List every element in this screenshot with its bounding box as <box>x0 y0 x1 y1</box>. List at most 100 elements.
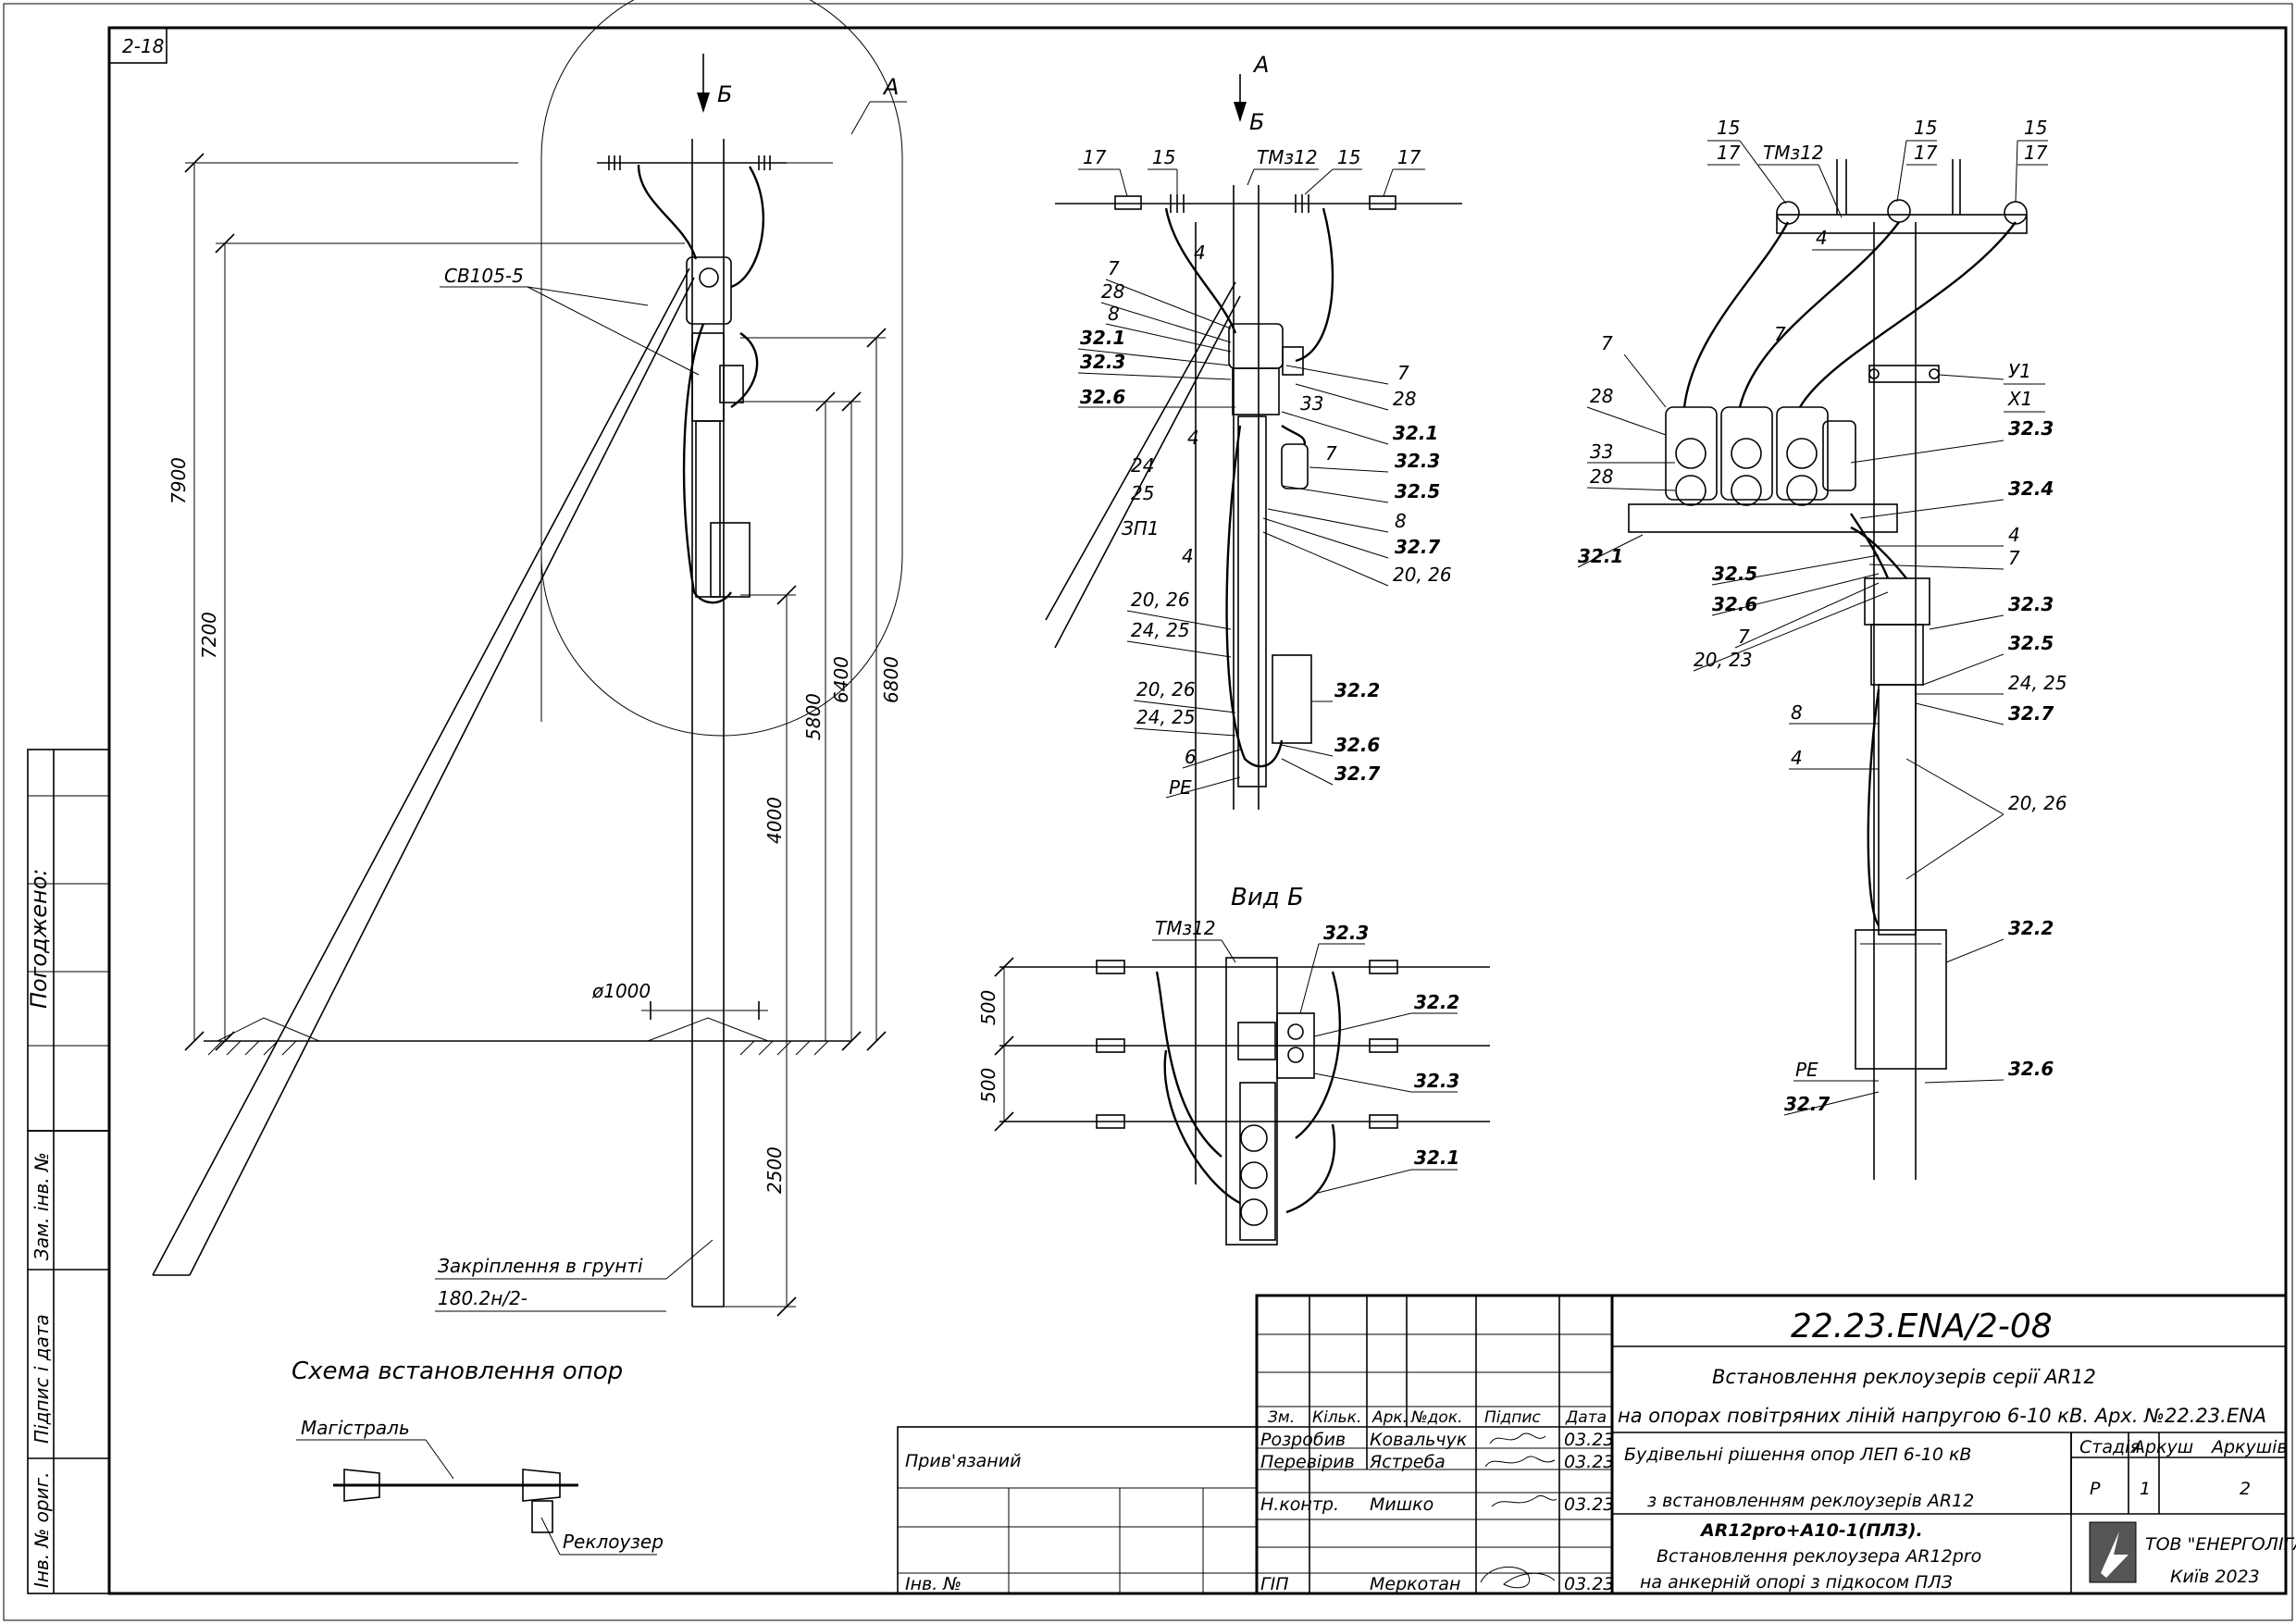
dim-7200: 7200 <box>198 612 220 659</box>
svg-text:PE: PE <box>1169 776 1192 799</box>
svg-text:32.5: 32.5 <box>1712 563 1757 585</box>
side-label-inv: Інв. № ориг. <box>31 1472 53 1588</box>
svg-text:7: 7 <box>1601 332 1613 354</box>
svg-text:4: 4 <box>1182 545 1194 567</box>
front-left-labels: 4 7 7 28 33 28 32.1 32.5 32.6 7 20, 23 8… <box>1577 227 1889 1116</box>
dim-2500: 2500 <box>763 1147 786 1194</box>
side-label-zam: Зам. інв. № <box>31 1152 53 1260</box>
side-left-labels: 4 7 28 8 32.1 32.3 32.6 4 24 25 ЗП1 4 20… <box>1077 242 1241 799</box>
svg-text:32.2: 32.2 <box>1334 679 1380 701</box>
svg-text:28: 28 <box>1393 388 1416 410</box>
side-arrow-a: А <box>1252 52 1269 78</box>
svg-text:6: 6 <box>1185 746 1197 768</box>
svg-text:Кільк.: Кільк. <box>1312 1408 1361 1427</box>
svg-text:ГІП: ГІП <box>1260 1574 1288 1594</box>
drawing-line-2: Встановлення реклоузера AR12pro <box>1657 1546 1981 1567</box>
inv-label: Інв. № <box>905 1574 962 1594</box>
svg-text:24, 25: 24, 25 <box>1131 619 1190 641</box>
svg-text:7: 7 <box>1108 257 1120 279</box>
svg-text:Перевірив: Перевірив <box>1260 1452 1355 1472</box>
svg-text:20, 26: 20, 26 <box>1136 678 1196 700</box>
svg-text:ТМз12: ТМз12 <box>1763 142 1824 164</box>
dim-6800: 6800 <box>880 656 902 703</box>
side-top-15b: 15 <box>1337 146 1360 168</box>
svg-text:Арк.: Арк. <box>1371 1408 1408 1427</box>
svg-text:17: 17 <box>1717 142 1741 164</box>
drawing-line-3: на анкерній опорі з підкосом ПЛЗ <box>1640 1572 1953 1593</box>
svg-text:17: 17 <box>2024 142 2048 164</box>
view-b: Вид Б 500 500 ТМз12 32. <box>977 884 1490 1246</box>
side-stamp: Погоджено: Зам. інв. № Підпис і дата Інв… <box>26 749 110 1594</box>
svg-text:03.23: 03.23 <box>1564 1430 1614 1450</box>
svg-text:32.3: 32.3 <box>2008 593 2054 615</box>
callout-label-a: А <box>882 74 899 100</box>
svg-text:Н.контр.: Н.контр. <box>1260 1494 1339 1515</box>
svg-text:ЗП1: ЗП1 <box>1122 517 1160 539</box>
svg-text:32.7: 32.7 <box>1784 1093 1830 1115</box>
sheets-label: Аркушів <box>2210 1437 2288 1457</box>
svg-text:4: 4 <box>2008 524 2020 546</box>
svg-text:Меркотан: Меркотан <box>1370 1574 1460 1594</box>
view-b-title: Вид Б <box>1231 884 1304 911</box>
view-b-32-1: 32.1 <box>1414 1147 1459 1169</box>
svg-text:7: 7 <box>1397 362 1409 384</box>
scheme-recloser: Реклоузер <box>563 1531 664 1553</box>
svg-text:Ковальчук: Ковальчук <box>1370 1430 1468 1450</box>
arrow-label-b: Б <box>717 81 732 107</box>
stage-value: Р <box>2090 1479 2101 1499</box>
ground-note: Закріплення в грунті <box>438 1255 643 1277</box>
svg-text:4: 4 <box>1194 242 1206 264</box>
svg-text:У1: У1 <box>2008 360 2031 382</box>
svg-text:32.5: 32.5 <box>1395 480 1440 502</box>
svg-text:32.3: 32.3 <box>1080 351 1125 373</box>
svg-text:24: 24 <box>1131 454 1154 477</box>
svg-text:32.2: 32.2 <box>2008 917 2054 939</box>
svg-text:7: 7 <box>1325 442 1337 465</box>
ground-ref: 180.2н/2- <box>438 1287 527 1309</box>
svg-text:28: 28 <box>1590 385 1613 407</box>
svg-text:33: 33 <box>1300 392 1323 415</box>
svg-text:15: 15 <box>1717 117 1740 139</box>
view-b-32-3a: 32.3 <box>1323 922 1369 944</box>
svg-text:17: 17 <box>1914 142 1938 164</box>
svg-text:Дата: Дата <box>1565 1408 1607 1427</box>
svg-text:Розробив: Розробив <box>1260 1430 1346 1450</box>
svg-text:15: 15 <box>1914 117 1937 139</box>
svg-text:32.1: 32.1 <box>1080 327 1125 349</box>
front-view: 15 17 ТМз12 15 17 15 17 4 7 7 28 33 <box>1195 117 2067 1184</box>
scheme-main-line: Магістраль <box>301 1417 410 1439</box>
svg-text:4: 4 <box>1791 747 1803 769</box>
svg-text:32.3: 32.3 <box>1395 450 1440 472</box>
view-b-dim-2: 500 <box>977 1068 999 1103</box>
svg-text:Ястреба: Ястреба <box>1369 1452 1446 1472</box>
company-name: ТОВ "ЕНЕРГОЛІГА" <box>2145 1534 2296 1555</box>
sheet-col-label: Аркуш <box>2131 1437 2193 1457</box>
svg-text:24, 25: 24, 25 <box>1136 706 1196 728</box>
installation-scheme: Схема встановлення опор Магістраль Рекло… <box>292 1357 664 1556</box>
side-right-labels: 7 28 33 32.1 7 32.3 32.5 8 32.7 20, 26 3… <box>1262 362 1452 786</box>
svg-text:8: 8 <box>1108 303 1120 325</box>
svg-text:32.6: 32.6 <box>1712 593 1757 615</box>
svg-text:PE: PE <box>1795 1059 1818 1081</box>
svg-text:03.23: 03.23 <box>1564 1452 1614 1472</box>
view-b-32-3b: 32.3 <box>1414 1070 1459 1092</box>
sv-label: СВ105-5 <box>444 265 524 287</box>
dim-7900: 7900 <box>168 457 190 504</box>
side-view: А Б 17 15 ТМз12 15 <box>1045 52 1462 810</box>
dim-5800: 5800 <box>802 693 825 740</box>
svg-text:32.6: 32.6 <box>1080 386 1125 408</box>
side-top-tmz12: ТМз12 <box>1257 146 1318 168</box>
svg-text:32.7: 32.7 <box>2008 702 2054 725</box>
svg-text:32.7: 32.7 <box>1334 762 1380 785</box>
front-top-labels: 15 17 ТМз12 15 17 15 17 <box>1707 117 2048 218</box>
svg-text:32.3: 32.3 <box>2008 417 2054 440</box>
svg-text:25: 25 <box>1131 482 1154 504</box>
side-top-17b: 17 <box>1397 146 1421 168</box>
svg-text:32.7: 32.7 <box>1395 536 1440 558</box>
side-top-17a: 17 <box>1083 146 1107 168</box>
svg-text:Мишко: Мишко <box>1370 1494 1433 1515</box>
sheet-number: 2-18 <box>122 35 164 57</box>
title-line-1: Встановлення реклоузерів серії AR12 <box>1712 1366 2096 1388</box>
svg-text:24, 25: 24, 25 <box>2008 672 2067 694</box>
